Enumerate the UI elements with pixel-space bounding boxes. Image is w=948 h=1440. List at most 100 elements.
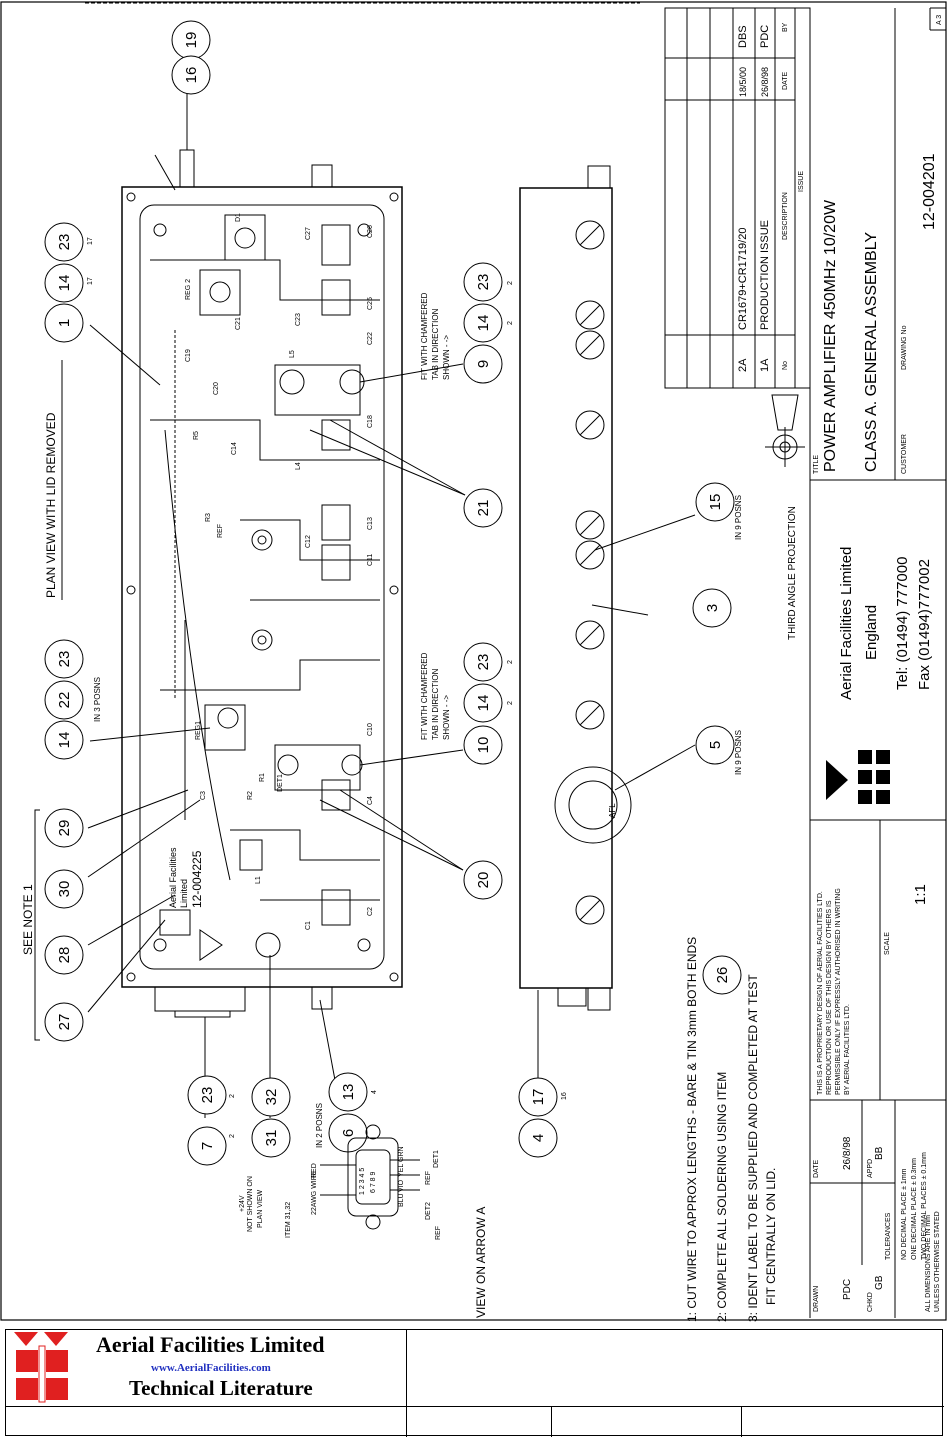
svg-text:BY: BY (782, 22, 789, 32)
d-connector (320, 1124, 420, 1230)
svg-text:DRAWING No: DRAWING No (901, 325, 908, 370)
svg-text:POWER AMPLIFIER 450MHz 10/20W: POWER AMPLIFIER 450MHz 10/20W (822, 199, 839, 472)
svg-text:28: 28 (56, 947, 73, 964)
svg-text:A 3: A 3 (936, 15, 943, 25)
svg-text:R5: R5 (193, 431, 200, 440)
svg-text:23: 23 (199, 1087, 216, 1104)
svg-text:DATE: DATE (782, 72, 789, 90)
drawing-annotations: PLAN VIEW WITH LID REMOVED SEE NOTE 1 VI… (21, 292, 798, 1318)
svg-text:FIT WITH CHAMFERED: FIT WITH CHAMFERED (420, 292, 429, 380)
svg-text:19: 19 (183, 32, 200, 49)
technical-literature-footer: Aerial Facilities Limited www.AerialFaci… (5, 1329, 944, 1437)
svg-text:L5: L5 (289, 350, 296, 358)
svg-text:12-004201: 12-004201 (921, 153, 938, 230)
svg-text:IN 9 POSNS: IN 9 POSNS (734, 730, 743, 775)
svg-text:RED: RED (311, 1163, 318, 1178)
svg-text:DESCRIPTION: DESCRIPTION (782, 192, 789, 240)
svg-text:20: 20 (475, 872, 492, 889)
drawing-sheet: D1 REG 2 C27 C26 C25 C22 C23 C21 C20 C19… (0, 1, 947, 1322)
svg-text:TWO DECIMAL PLACES ± 0.1mm: TWO DECIMAL PLACES ± 0.1mm (921, 1152, 928, 1260)
svg-text:SHOWN - ->: SHOWN - -> (442, 695, 451, 740)
svg-text:PERMISSIBLE ONLY IF EXPRESSLY: PERMISSIBLE ONLY IF EXPRESSLY AUTHORISED… (835, 888, 842, 1095)
svg-text:BLU: BLU (398, 1193, 405, 1207)
svg-text:15: 15 (707, 494, 724, 511)
svg-text:DRAWN: DRAWN (813, 1286, 820, 1312)
footer-cell-2 (406, 1407, 552, 1437)
plan-view (121, 70, 403, 1018)
svg-text:DBS: DBS (737, 25, 749, 48)
svg-text:ISSUE: ISSUE (798, 171, 805, 192)
svg-text:UNLESS OTHERWISE STATED: UNLESS OTHERWISE STATED (934, 1211, 941, 1312)
svg-text:6 7 8 9: 6 7 8 9 (370, 1171, 377, 1193)
engineering-drawing: D1 REG 2 C27 C26 C25 C22 C23 C21 C20 C19… (0, 1, 947, 1322)
svg-text:22AWG WIRE: 22AWG WIRE (311, 1170, 318, 1215)
svg-text:3: IDENT LABEL TO BE SUPPLIED: 3: IDENT LABEL TO BE SUPPLIED AND COMPLE… (746, 974, 760, 1322)
svg-text:TITLE: TITLE (813, 455, 820, 474)
svg-text:7: 7 (199, 1142, 216, 1150)
svg-text:PLAN VIEW WITH LID REMOVED: PLAN VIEW WITH LID REMOVED (44, 412, 58, 598)
svg-text:DET2: DET2 (425, 1202, 432, 1220)
svg-text:PLAN VIEW: PLAN VIEW (257, 1189, 264, 1228)
svg-text:14: 14 (56, 732, 73, 749)
svg-text:PRODUCTION ISSUE: PRODUCTION ISSUE (759, 220, 771, 330)
svg-text:SEE NOTE 1: SEE NOTE 1 (21, 884, 35, 955)
projection-symbol-icon (765, 394, 805, 467)
svg-text:C19: C19 (185, 349, 192, 362)
svg-text:2: 2 (507, 660, 514, 664)
component-labels: D1 REG 2 C27 C26 C25 C22 C23 C21 C20 C19… (185, 213, 374, 930)
svg-text:Tel: (01494) 777000: Tel: (01494) 777000 (894, 557, 911, 690)
leader-lines (34, 324, 696, 1118)
svg-text:C1: C1 (305, 921, 312, 930)
svg-text:ALL DIMENSIONS ARE IN mm: ALL DIMENSIONS ARE IN mm (925, 1215, 932, 1312)
svg-text:PDC: PDC (842, 1279, 853, 1300)
svg-text:CUSTOMER: CUSTOMER (901, 434, 908, 474)
svg-text:18/5/00: 18/5/00 (738, 67, 748, 97)
svg-text:TAB IN DIRECTION: TAB IN DIRECTION (431, 668, 440, 740)
svg-text:16: 16 (183, 67, 200, 84)
svg-text:L4: L4 (295, 462, 302, 470)
svg-text:D1: D1 (235, 213, 242, 222)
svg-text:2: 2 (507, 701, 514, 705)
svg-text:C18: C18 (367, 415, 374, 428)
svg-text:21: 21 (475, 500, 492, 517)
footer-company-name: Aerial Facilities Limited (96, 1332, 325, 1357)
svg-text:4: 4 (530, 1134, 547, 1142)
svg-text:NO DECIMAL PLACE ± 1mm: NO DECIMAL PLACE ± 1mm (901, 1168, 908, 1260)
svg-text:1:1: 1:1 (912, 884, 929, 905)
item-balloons: 19 16 23 14 1 23 14 9 21 15 3 5 20 10 14… (44, 20, 742, 1166)
svg-text:DET1: DET1 (433, 1150, 440, 1168)
svg-text:+24V: +24V (239, 1195, 246, 1212)
svg-text:VIEW ON ARROW A: VIEW ON ARROW A (474, 1207, 488, 1318)
svg-text:Fax (01494)777002: Fax (01494)777002 (916, 559, 933, 690)
svg-text:REF: REF (435, 1226, 442, 1240)
svg-text:C20: C20 (213, 382, 220, 395)
svg-text:C22: C22 (367, 332, 374, 345)
svg-text:No: No (782, 361, 789, 370)
svg-text:BB: BB (874, 1146, 885, 1160)
svg-text:C12: C12 (305, 535, 312, 548)
svg-text:23: 23 (475, 274, 492, 291)
svg-text:17: 17 (87, 277, 94, 285)
svg-text:CLASS A. GENERAL ASSEMBLY: CLASS A. GENERAL ASSEMBLY (863, 232, 880, 472)
svg-text:ONE DECIMAL PLACE ± 0.3mm: ONE DECIMAL PLACE ± 0.3mm (911, 1158, 918, 1260)
footer-website-link[interactable]: www.AerialFacilities.com (151, 1362, 271, 1374)
svg-text:C13: C13 (367, 517, 374, 530)
revision-text: No DESCRIPTION DATE BY ISSUE 2A CR1679+C… (737, 22, 805, 372)
svg-text:17: 17 (87, 237, 94, 245)
svg-text:C25: C25 (367, 297, 374, 310)
svg-text:L1: L1 (255, 876, 262, 884)
svg-text:TOLERANCES: TOLERANCES (885, 1212, 892, 1260)
svg-text:R3: R3 (205, 513, 212, 522)
svg-text:4: 4 (371, 1090, 378, 1094)
svg-text:C10: C10 (367, 723, 374, 736)
svg-text:NOT SHOWN ON: NOT SHOWN ON (247, 1176, 254, 1232)
svg-text:Aerial Facilities: Aerial Facilities (168, 847, 178, 908)
svg-text:YEL: YEL (398, 1164, 405, 1177)
svg-text:GRN: GRN (398, 1146, 405, 1162)
svg-text:AFL: AFL (608, 803, 617, 818)
svg-text:1A: 1A (759, 358, 771, 372)
svg-text:C23: C23 (295, 313, 302, 326)
svg-text:2: 2 (507, 281, 514, 285)
svg-text:6: 6 (340, 1129, 357, 1137)
svg-text:TAB IN DIRECTION: TAB IN DIRECTION (431, 308, 440, 380)
